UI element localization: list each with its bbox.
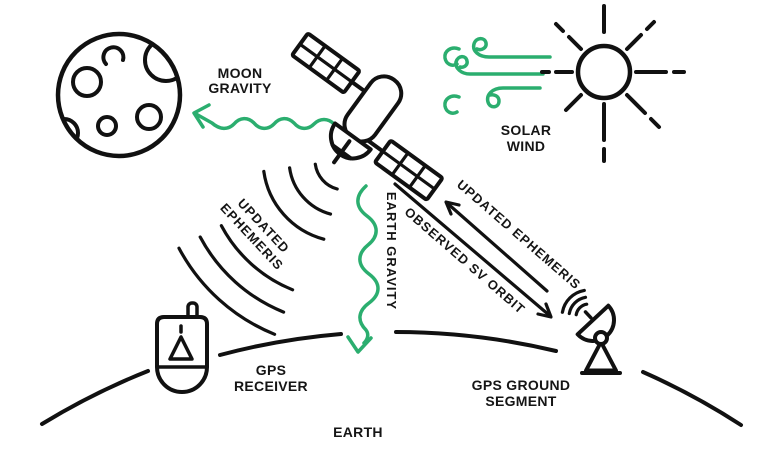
ground-segment-label-line1: GPS GROUND — [472, 377, 571, 393]
receiver-body — [155, 315, 209, 394]
receiver-triangle — [168, 335, 194, 361]
downlink-arrowhead — [536, 302, 553, 319]
earth-label: EARTH — [333, 424, 383, 440]
moon-icon — [55, 31, 183, 159]
solar-panel-left — [290, 32, 361, 94]
signal-waves-icon — [177, 162, 339, 336]
moon-gravity-label-line1: MOON — [218, 65, 263, 81]
earth-horizon — [40, 330, 743, 427]
moon-gravity-arrow — [192, 103, 340, 131]
gps-receiver-label-line2: RECEIVER — [234, 378, 308, 394]
earth-gravity-arrow — [346, 184, 380, 354]
moon-gravity-label-line2: GRAVITY — [208, 80, 272, 96]
downlink-arrow — [393, 182, 553, 319]
station-pivot — [593, 330, 609, 346]
solar-wind-icon — [443, 36, 552, 115]
gps-receiver-label-line1: GPS — [256, 362, 286, 378]
moon-gravity-arrowhead — [192, 103, 211, 129]
uplink-arrowhead — [444, 200, 461, 216]
ground-segment-label-line2: SEGMENT — [485, 393, 556, 409]
earth-gravity-label: EARTH GRAVITY — [384, 192, 399, 310]
solar-panel-right — [373, 139, 444, 202]
sun-icon — [540, 4, 686, 163]
station-legs — [584, 340, 618, 373]
ground-station-icon — [560, 288, 622, 375]
satellite-feed-cross — [330, 139, 353, 165]
earth-gravity-arrowhead — [346, 335, 373, 354]
uplink-arrow — [444, 200, 549, 293]
gps-receiver-icon — [155, 301, 209, 394]
solar-wind-label-line2: WIND — [507, 138, 546, 154]
gps-satellite-icon — [290, 32, 444, 202]
solar-wind-label-line1: SOLAR — [501, 122, 552, 138]
